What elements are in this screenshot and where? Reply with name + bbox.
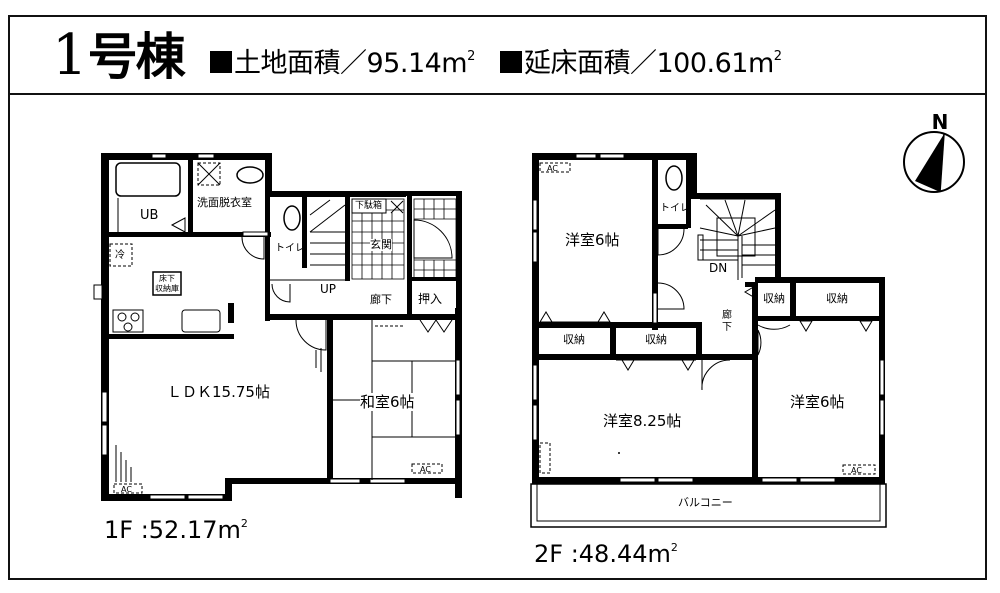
building-suffix: 号棟 [87,27,186,86]
label-up: UP [320,282,337,296]
room-label-ub: UB [140,208,159,223]
room-label-western-room-nw: 洋室6帖 [565,231,620,249]
sheet-frame [8,15,987,580]
ac-unit-western-se: AC [851,466,862,475]
floor1-area-label: 1F :52.17m2 [104,516,248,544]
room-label-japanese-room: 和室6帖 [360,393,415,411]
land-area-text: 土地面積／95.14m [234,48,468,79]
fridge-space: 冷 [115,250,125,261]
room-label-balcony: バルコニー [678,496,733,509]
room-label-entrance: 玄関 [370,238,392,251]
svg-text:N: N [932,110,949,134]
underfloor-storage-label-2: 収納庫 [155,284,179,293]
room-label-storage-a: 収納 [563,333,585,346]
floor-area-stat: 延床面積／100.61m2 [500,40,782,81]
room-label-hallway-1f: 廊下 [370,293,392,306]
room-label-toilet-1f: トイレ [275,243,305,254]
label-shoe-closet: 下駄箱 [355,201,383,211]
room-label-hallway-2f-1: 廊 [722,310,732,321]
room-label-toilet-2f: トイレ [660,203,690,214]
floor2-area-label: 2F :48.44m2 [534,540,678,568]
header-divider [8,93,987,95]
square-bullet-icon [500,51,522,73]
building-title: 1号棟 [52,23,186,88]
room-label-washroom: 洗面脱衣室 [197,196,252,209]
room-label-western-room-se: 洋室6帖 [790,393,845,411]
ac-unit-western-nw: AC [547,164,558,173]
land-area-stat: 土地面積／95.14m2 [210,40,475,81]
ac-unit-ldk: AC [121,485,132,494]
room-label-hallway-2f-2: 下 [722,322,732,333]
floor-area-text: 延床面積／100.61m [524,48,774,79]
room-label-western-room-sw: 洋室8.25帖 [603,412,682,430]
north-arrow-icon: N [900,105,970,195]
building-number: 1 [52,23,88,88]
room-label-storage-b: 収納 [645,333,667,346]
room-label-ldk: ＬＤＫ15.75帖 [167,383,270,401]
room-label-closet: 押入 [418,292,443,306]
room-label-storage-d: 収納 [826,292,848,305]
label-dn: DN [709,261,728,275]
ac-unit-japanese-room: AC [420,465,431,474]
square-bullet-icon [210,51,232,73]
room-label-storage-c: 収納 [763,292,785,305]
underfloor-storage-label-1: 床下 [159,274,175,283]
